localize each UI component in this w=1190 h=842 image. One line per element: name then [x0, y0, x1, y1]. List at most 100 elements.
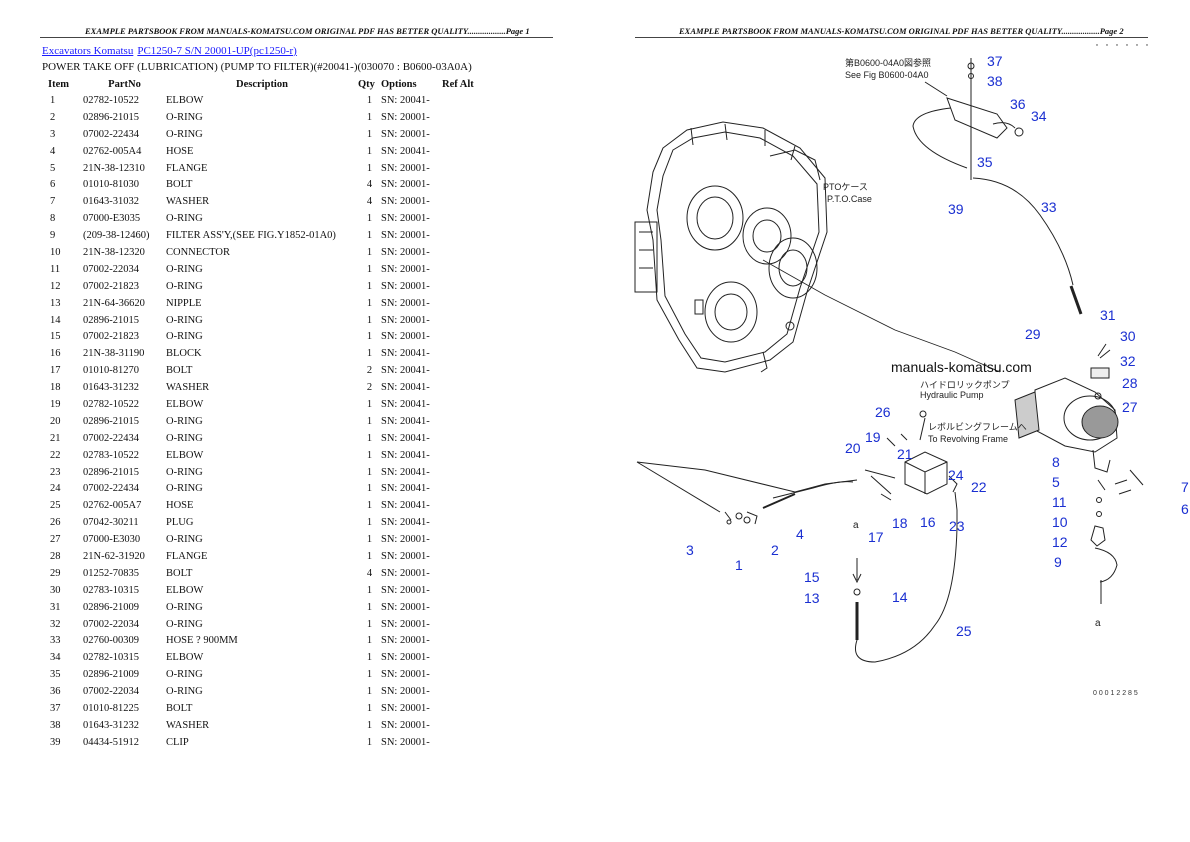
options: SN: 20001- — [381, 534, 430, 546]
callout-number: 2 — [771, 542, 779, 558]
ref-alt — [442, 497, 482, 514]
item-number: 2 — [50, 111, 56, 123]
quantity: 1 — [366, 280, 373, 292]
quantity: 1 — [366, 618, 373, 630]
item-number: 35 — [50, 669, 61, 681]
options: SN: 20001- — [381, 584, 430, 596]
block-assembly-drawing — [852, 410, 958, 663]
pump-label-en: Hydraulic Pump — [920, 390, 984, 400]
part-number: 07002-22434 — [83, 483, 139, 495]
part-number: 01010-81270 — [83, 365, 139, 377]
callout-number: 21 — [897, 446, 913, 462]
item-number: 15 — [50, 331, 61, 343]
options: SN: 20041- — [381, 500, 430, 512]
ref-alt — [442, 633, 482, 650]
ref-alt — [442, 582, 482, 599]
part-number: 07000-E3030 — [83, 534, 141, 546]
part-description: ELBOW — [166, 398, 204, 410]
part-number: 07002-22434 — [83, 128, 139, 140]
options: SN: 20001- — [381, 567, 430, 579]
ref-alt — [442, 413, 482, 430]
part-description: O-RING — [166, 213, 203, 225]
quantity: 1 — [366, 263, 373, 275]
callout-number: 10 — [1052, 514, 1068, 530]
ref-alt — [442, 244, 482, 261]
quantity: 2 — [366, 365, 373, 377]
ref-alt — [442, 734, 482, 751]
lower-hose-drawing — [636, 461, 858, 525]
diagram-page: EXAMPLE PARTSBOOK FROM MANUALS-KOMATSU.C… — [595, 0, 1190, 842]
ref-alt — [442, 210, 482, 227]
item-number: 9 — [50, 230, 56, 242]
item-number: 31 — [50, 601, 61, 613]
quantity: 1 — [366, 635, 373, 647]
options: SN: 20041- — [381, 517, 430, 529]
callout-number: 7 — [1181, 479, 1189, 495]
callout-number: 24 — [948, 467, 964, 483]
quantity: 1 — [366, 736, 373, 748]
part-description: PLUG — [166, 517, 194, 529]
callout-number: 27 — [1122, 399, 1138, 415]
quantity: 1 — [366, 517, 373, 529]
options: SN: 20041- — [381, 415, 430, 427]
ref-alt — [442, 160, 482, 177]
quantity: 1 — [366, 246, 373, 258]
item-number: 36 — [50, 686, 61, 698]
options: SN: 20001- — [381, 652, 430, 664]
quantity: 1 — [366, 348, 373, 360]
part-description: O-RING — [166, 280, 203, 292]
part-description: O-RING — [166, 686, 203, 698]
item-number: 12 — [50, 280, 61, 292]
page-header: EXAMPLE PARTSBOOK FROM MANUALS-KOMATSU.C… — [85, 26, 530, 36]
part-number: 07002-22034 — [83, 618, 139, 630]
callout-number: 23 — [949, 518, 965, 534]
callout-number: 26 — [875, 404, 891, 420]
exploded-parts-diagram: PTOケース P.T.O.Case 第B0600-04A0図参照 See Fig… — [634, 44, 1189, 697]
part-description: FILTER ASS'Y,(SEE FIG.Y1852-01A0) — [166, 230, 336, 242]
breadcrumb-link-category[interactable]: Excavators Komatsu — [42, 45, 134, 57]
options: SN: 20041- — [381, 466, 430, 478]
item-number: 19 — [50, 398, 61, 410]
quantity: 1 — [366, 314, 373, 326]
quantity: 1 — [366, 500, 373, 512]
part-number: 02782-10522 — [83, 398, 139, 410]
ref-alt — [442, 312, 482, 329]
part-description: O-RING — [166, 618, 203, 630]
part-number: 04434-51912 — [83, 736, 139, 748]
options: SN: 20001- — [381, 196, 430, 208]
quantity: 1 — [366, 94, 373, 106]
part-number: 07002-21823 — [83, 331, 139, 343]
callout-number: 37 — [987, 53, 1003, 69]
callout-number: 28 — [1122, 375, 1138, 391]
quantity: 1 — [366, 601, 373, 613]
options: SN: 20001- — [381, 213, 430, 225]
breadcrumb-link-model[interactable]: PC1250-7 S/N 20001-UP(pc1250-r) — [137, 45, 297, 57]
callout-number: 12 — [1052, 534, 1068, 550]
part-description: O-RING — [166, 331, 203, 343]
quantity: 1 — [366, 128, 373, 140]
ref-alt — [442, 227, 482, 244]
part-number: 02760-00309 — [83, 635, 139, 647]
figure-reference-jp: 第B0600-04A0図参照 — [845, 57, 931, 68]
quantity: 1 — [366, 162, 373, 174]
item-number: 24 — [50, 483, 61, 495]
part-number: (209-38-12460) — [83, 230, 150, 242]
item-number: 7 — [50, 196, 56, 208]
options: SN: 20041- — [381, 398, 430, 410]
part-description: FLANGE — [166, 550, 208, 562]
options: SN: 20001- — [381, 246, 430, 258]
hydraulic-pump-drawing — [1014, 343, 1144, 604]
item-number: 6 — [50, 179, 56, 191]
ref-alt — [442, 717, 482, 734]
